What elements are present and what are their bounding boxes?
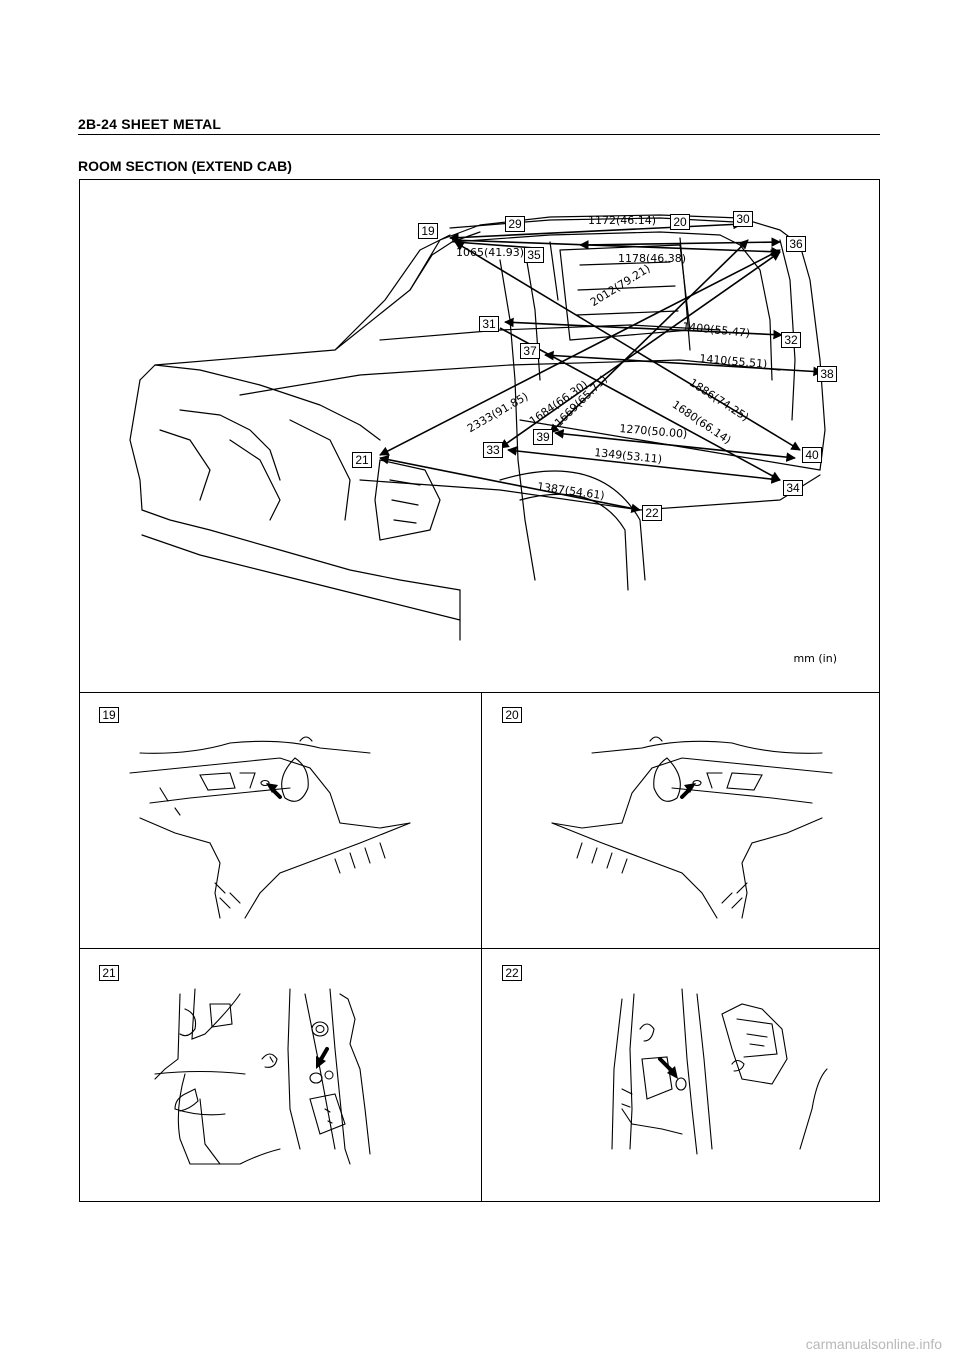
- detail-drawing-22: [611, 988, 828, 1155]
- detail-drawing-20: [551, 736, 833, 919]
- detail-panel-21: 21: [80, 949, 480, 1203]
- point-tag-36: 36: [786, 236, 806, 252]
- point-tag-40: 40: [802, 447, 822, 463]
- units-label: mm (in): [793, 652, 837, 665]
- grid-divider-vertical: [481, 692, 482, 1201]
- detail-drawing-19: [129, 736, 411, 919]
- detail-label-20: 20: [502, 707, 522, 723]
- point-tag-33: 33: [483, 442, 503, 458]
- detail-label-19: 19: [99, 707, 119, 723]
- measurement-1065: 1065(41.93): [456, 246, 525, 259]
- grid-divider-middle: [80, 948, 879, 949]
- figure-frame: 19 29 20 30 35 36 31 32 37 38 39 33 21 4…: [79, 179, 880, 1202]
- point-tag-37: 37: [520, 343, 540, 359]
- detail-panel-20: 20: [482, 693, 882, 947]
- point-tag-39: 39: [533, 429, 553, 445]
- measurement-1178: 1178(46.38): [618, 252, 687, 265]
- point-tag-19: 19: [418, 223, 438, 239]
- header-rule: [78, 134, 880, 135]
- point-tag-38: 38: [817, 366, 837, 382]
- cab-body-drawing: [129, 214, 826, 641]
- point-tag-35: 35: [524, 247, 544, 263]
- point-tag-32: 32: [781, 332, 801, 348]
- point-tag-30: 30: [733, 211, 753, 227]
- detail-label-21: 21: [99, 965, 119, 981]
- detail-label-22: 22: [502, 965, 522, 981]
- point-tag-29: 29: [505, 216, 525, 232]
- point-tag-21: 21: [352, 452, 372, 468]
- cab-measurement-diagram: 19 29 20 30 35 36 31 32 37 38 39 33 21 4…: [80, 180, 879, 692]
- watermark: carmanualsonline.info: [805, 1336, 942, 1352]
- page-header: 2B-24 SHEET METAL: [78, 116, 222, 132]
- point-tag-31: 31: [479, 316, 499, 332]
- detail-panel-22: 22: [482, 949, 882, 1203]
- detail-panel-19: 19: [80, 693, 480, 947]
- section-title: ROOM SECTION (EXTEND CAB): [78, 158, 292, 174]
- point-tag-34: 34: [783, 480, 803, 496]
- measurement-1172: 1172(46.14): [588, 214, 657, 227]
- point-tag-22: 22: [642, 505, 662, 521]
- point-tag-20: 20: [670, 214, 690, 230]
- detail-drawing-21: [154, 988, 371, 1165]
- grid-divider-top: [80, 692, 879, 693]
